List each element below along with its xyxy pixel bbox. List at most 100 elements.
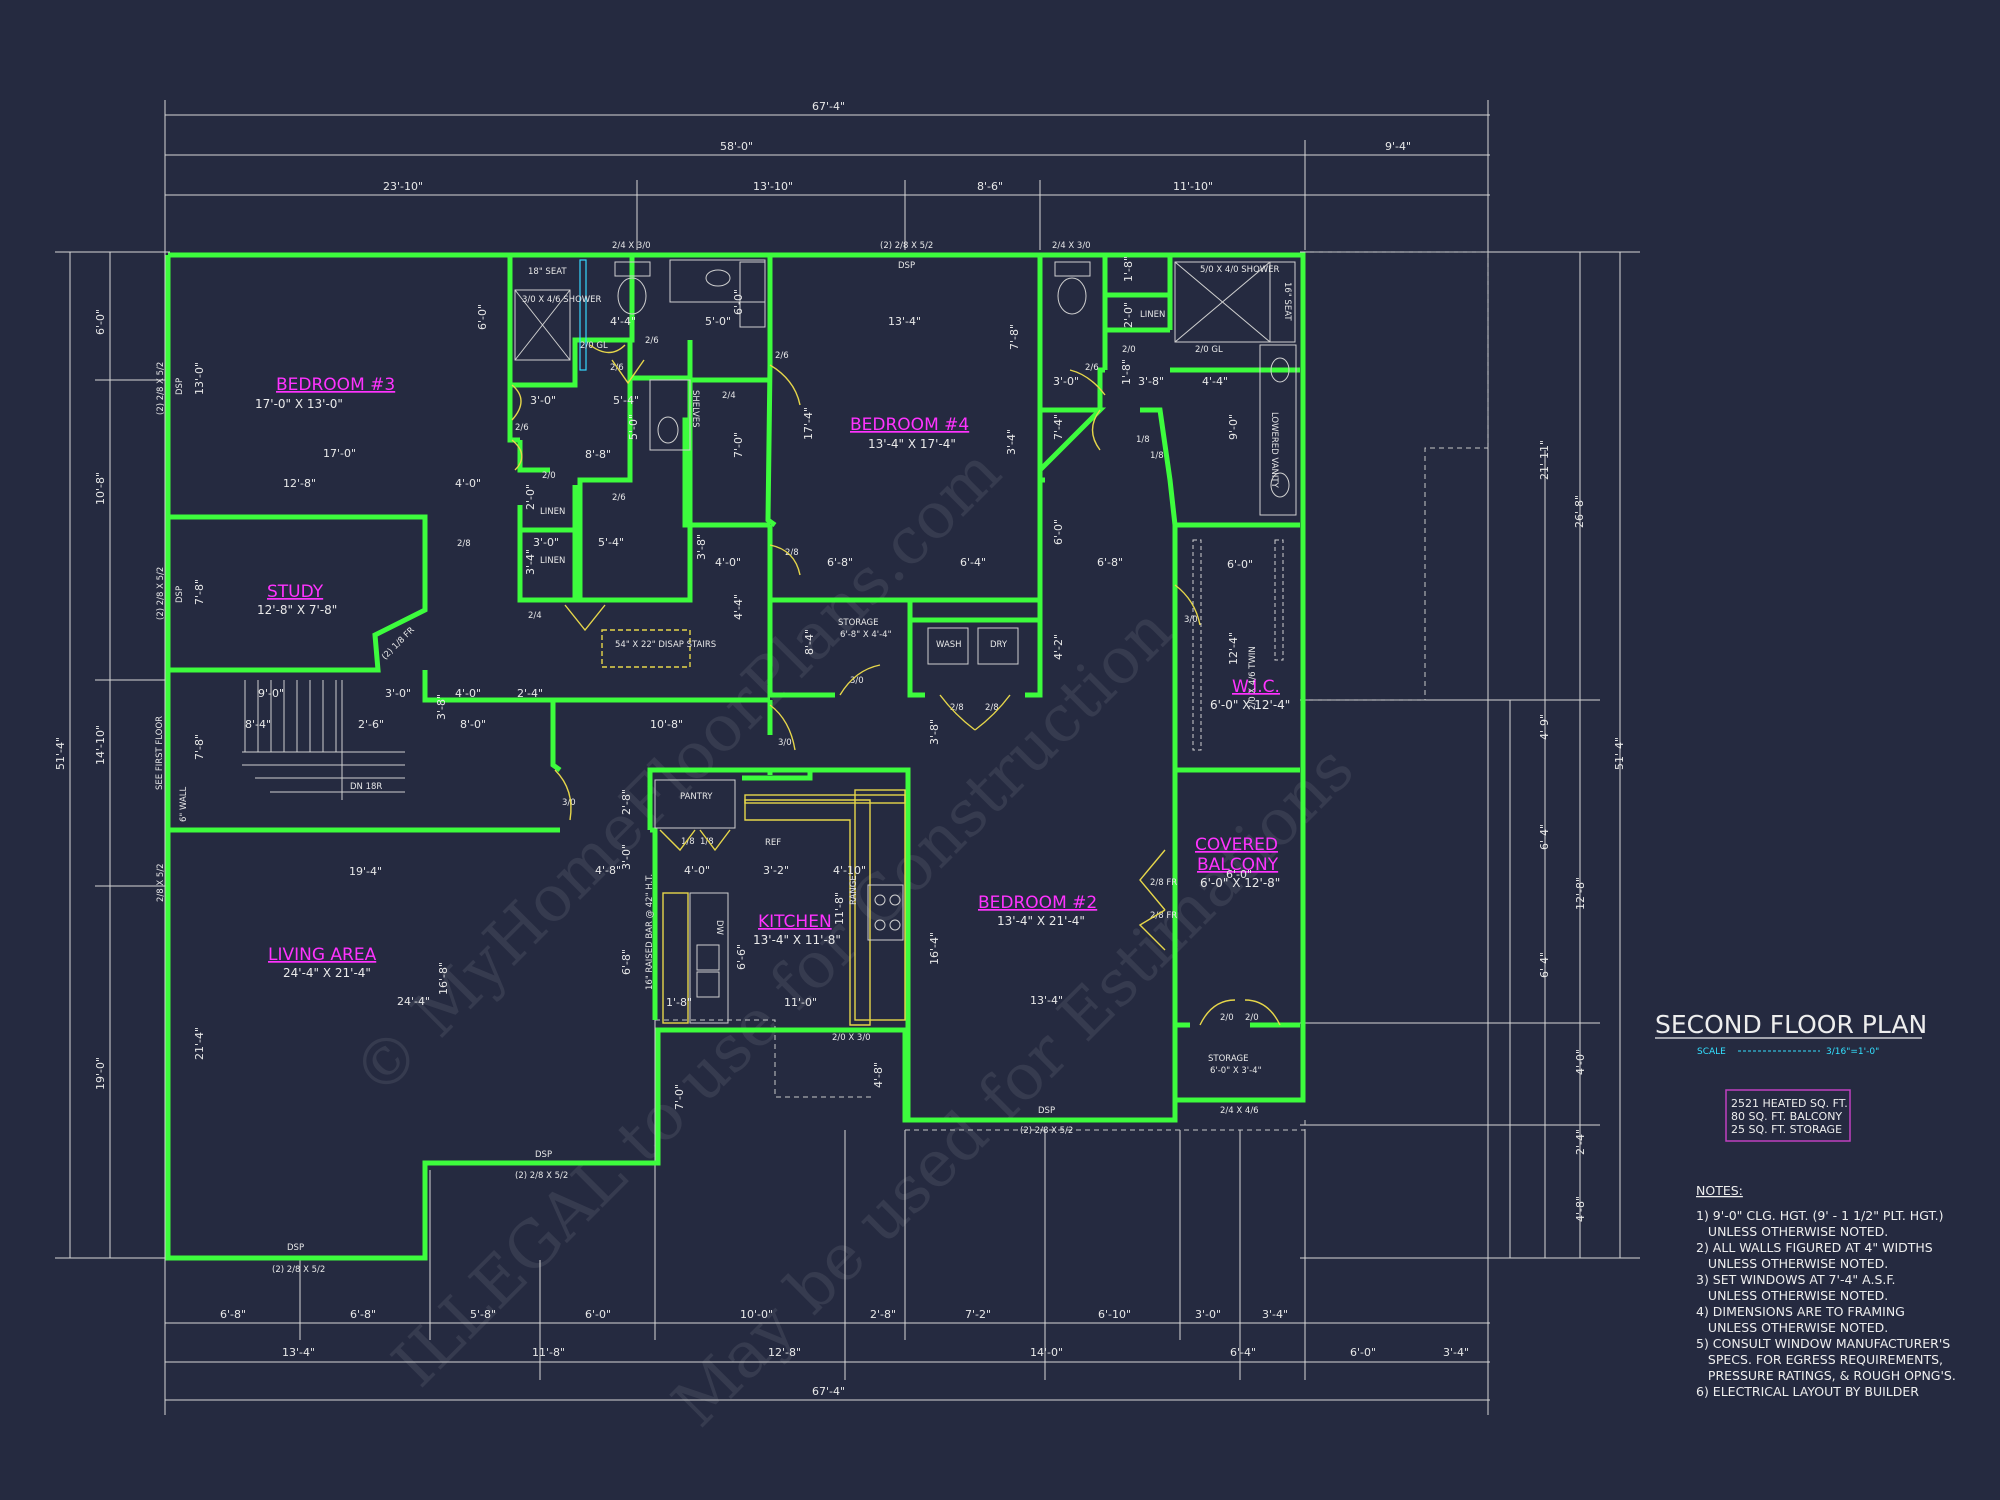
dim-int-54: 21'-4" (193, 1027, 206, 1060)
label-door-storage-1: 2/0 (1220, 1013, 1234, 1023)
dim-int-14: 12'-8" (283, 477, 316, 490)
dim-int-9: 2'-0" (524, 484, 537, 510)
dim-int-6: 5'-4" (613, 394, 639, 407)
door-swings (511, 344, 1281, 1026)
area-summary-box (1725, 1089, 1851, 1142)
dim-int-40: 3'-0" (1053, 375, 1079, 388)
label-dw: DW (714, 920, 724, 936)
dim-int-37: 6'-8" (1097, 556, 1123, 569)
room-size-living-area: 24'-4" X 21'-4" (283, 966, 371, 980)
label-shower-right: 5/0 X 4/0 SHOWER (1200, 265, 1280, 275)
dim-int-52: 19'-4" (349, 865, 382, 878)
dim-int-43: 9'-0" (1227, 414, 1240, 440)
label-door-storage: 3/0 (850, 676, 864, 686)
label-door-gl-left: 2/0 GL (580, 341, 608, 351)
label-door-hall-2: 3/0 (778, 738, 792, 748)
dim-int-15: 4'-0" (455, 477, 481, 490)
room-size-bedroom-4: 13'-4" X 17'-4" (868, 437, 956, 451)
walls (165, 252, 1306, 1261)
dim-int-56: 11'-0" (784, 996, 817, 1009)
watermark: © MyHomeFloorPlans.com ILLEGAL to use fo… (339, 435, 1368, 1441)
label-door-storage-2: 2/0 (1245, 1013, 1259, 1023)
dim-int-26: 8'-4" (803, 629, 816, 655)
dim-int-12: 5'-4" (598, 536, 624, 549)
dim-int-38: 1'-8" (1122, 256, 1135, 282)
dim-int-46: 2'-8" (620, 789, 633, 815)
dim-int-42: 1'-8" (1120, 359, 1133, 385)
dim-int-27: 9'-0" (258, 687, 284, 700)
dim-bot-1-1: 6'-8" (220, 1308, 246, 1321)
dim-int-53: 24'-4" (397, 995, 430, 1008)
note-line-1: 1) 9'-0" CLG. HGT. (9' - 1 1/2" PLT. HGT… (1696, 1208, 1943, 1223)
note-line-4: UNLESS OTHERWISE NOTED. (1696, 1256, 1888, 1271)
note-line-9: 5) CONSULT WINDOW MANUFACTURER'S (1696, 1336, 1950, 1351)
dim-int-67: 3'-8" (928, 719, 941, 745)
room-name-bedroom-4: BEDROOM #4 (850, 415, 969, 435)
label-door-study-closet: 2/4 (528, 611, 542, 621)
dim-left-3: 14'-10" (94, 725, 107, 765)
room-size-kitchen: 13'-4" X 11'-8" (753, 933, 841, 947)
dim-int-59: 6'-6" (735, 944, 748, 970)
room-name-storage-lower: STORAGE (1208, 1054, 1248, 1064)
dim-bot-2-1: 13'-4" (282, 1346, 315, 1359)
dim-top-3-4: 11'-10" (1173, 180, 1213, 193)
label-win-bed3: (2) 2/8 X 5/2 (156, 362, 166, 415)
label-dsp-bed3: DSP (175, 378, 185, 395)
label-raised-bar: 16" RAISED BAR @ 42" H.T. (645, 874, 655, 990)
label-door-bed3: 2/8 (457, 539, 471, 549)
dim-right-a: 26'-8" (1573, 495, 1586, 528)
dim-left-in-1: 13'-0" (193, 362, 206, 395)
label-door-hall: 2/6 (612, 493, 626, 503)
dim-int-13: 17'-0" (323, 447, 356, 460)
dim-left-overall: 51'-4" (54, 737, 67, 770)
dim-bot-2-3: 12'-8" (768, 1346, 801, 1359)
dim-int-11: 3'-4" (524, 549, 537, 575)
dim-left-in-3: 7'-8" (193, 734, 206, 760)
label-win-storage: 2/4 X 4/6 (1220, 1106, 1259, 1116)
fixtures (242, 259, 1297, 1026)
dim-int-30: 2'-6" (358, 718, 384, 731)
dimension-text: 67'-4" 58'-0" 9'-4" 23'-10" 13'-10" 8'-6… (54, 100, 1626, 1398)
room-size-bedroom-2: 13'-4" X 21'-4" (997, 914, 1085, 928)
label-win-living: 2/8 X 5/2 (156, 863, 166, 902)
dim-left-4: 19'-0" (94, 1057, 107, 1090)
dim-bot-1-5: 10'-0" (740, 1308, 773, 1321)
label-door-stair: 3/0 (562, 798, 576, 808)
label-see-first-floor: SEE FIRST FLOOR (155, 716, 165, 790)
label-door-laundry-2: 2/8 (985, 703, 999, 713)
note-line-8: UNLESS OTHERWISE NOTED. (1696, 1320, 1888, 1335)
label-win-kitchen: 2/0 X 3/0 (832, 1033, 871, 1043)
dim-right-c4: 4'-0" (1574, 1049, 1587, 1075)
dim-int-19: 3'-4" (1005, 429, 1018, 455)
label-linen-2: LINEN (540, 556, 565, 566)
dim-int-16: 13'-4" (888, 315, 921, 328)
dim-bot-2-6: 6'-0" (1350, 1346, 1376, 1359)
label-door-bed4-hall: 2/8 (785, 548, 799, 558)
dim-bot-1-9: 3'-0" (1195, 1308, 1221, 1321)
label-wash: WASH (936, 640, 962, 650)
label-linen-3: LINEN (1140, 310, 1165, 320)
room-name-bedroom-3: BEDROOM #3 (276, 375, 395, 395)
note-line-10: SPECS. FOR EGRESS REQUIREMENTS, (1696, 1352, 1943, 1367)
label-shower-left: 3/0 X 4/6 SHOWER (522, 295, 602, 305)
label-win-study: (2) 2/8 X 5/2 (156, 567, 166, 620)
dim-right-overall: 51'-4" (1613, 737, 1626, 770)
area-heated: 2521 HEATED SQ. FT. (1731, 1097, 1848, 1110)
area-balcony: 80 SQ. FT. BALCONY (1731, 1110, 1842, 1123)
dim-top-3-2: 13'-10" (753, 180, 793, 193)
dim-left-2: 10'-8" (94, 472, 107, 505)
dim-bot-1-6: 2'-8" (870, 1308, 896, 1321)
label-twin-window: 2/0 X 4/6 TWIN (1248, 646, 1258, 710)
room-labels: BEDROOM #3 17'-0" X 13'-0" BEDROOM #4 13… (255, 375, 1290, 1076)
dim-int-28: 3'-0" (385, 687, 411, 700)
label-win-bed2: (2) 2/8 X 5/2 (1020, 1126, 1073, 1136)
dim-int-23: 3'-8" (695, 534, 708, 560)
dim-right-c5: 2'-4" (1574, 1129, 1587, 1155)
note-line-11: PRESSURE RATINGS, & ROUGH OPNG'S. (1696, 1368, 1956, 1383)
note-line-2: UNLESS OTHERWISE NOTED. (1696, 1224, 1888, 1239)
dim-int-21: 6'-4" (960, 556, 986, 569)
dim-int-44: 4'-4" (1202, 375, 1228, 388)
dim-int-17: 7'-8" (1008, 324, 1021, 350)
scale-value: 3/16"=1'-0" (1826, 1047, 1879, 1057)
